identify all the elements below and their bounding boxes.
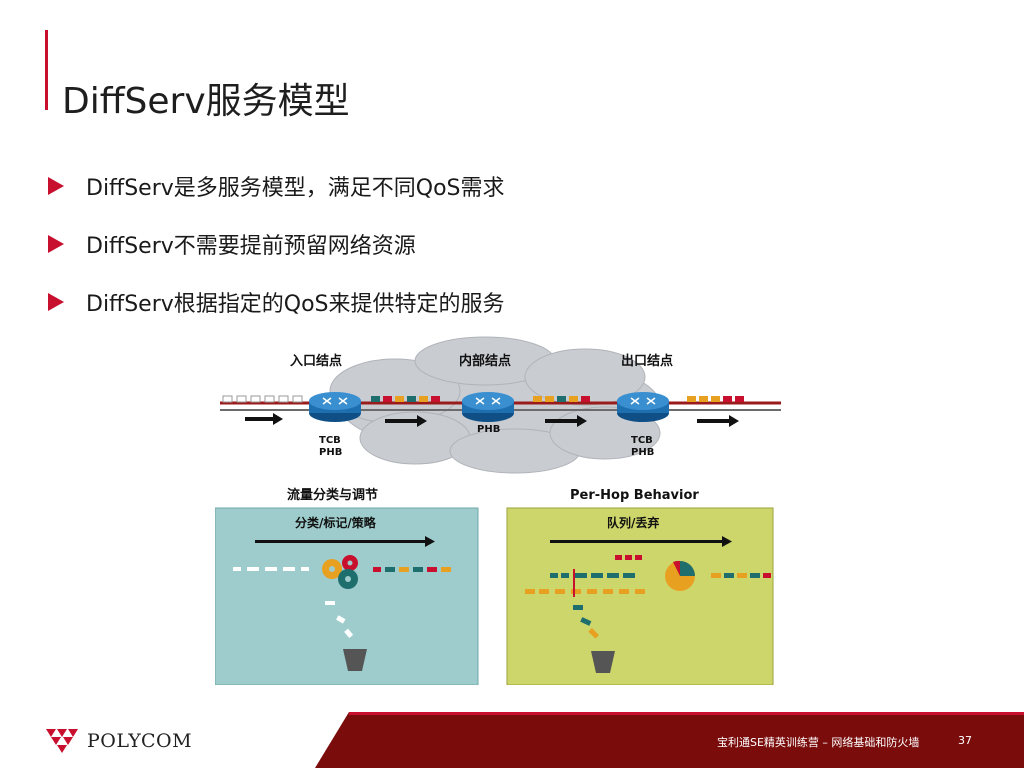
logo-text: POLYCOM — [87, 730, 192, 752]
core-node-label: 内部结点 — [459, 353, 511, 369]
diffserv-diagram: 入口结点 内部结点 出口结点 — [215, 333, 785, 685]
bullet-arrow-icon — [48, 293, 64, 311]
core-router-icon — [462, 392, 514, 422]
egress-phb-label: PHB — [631, 447, 654, 458]
right-panel-title: Per-Hop Behavior — [570, 488, 699, 503]
left-panel-title: 流量分类与调节 — [287, 487, 378, 503]
egress-tcb-label: TCB — [631, 435, 653, 446]
polycom-logo: POLYCOM — [45, 728, 192, 754]
page-title: DiffServ服务模型 — [62, 72, 350, 124]
left-panel-subtitle: 分类/标记/策略 — [295, 515, 377, 530]
footer-caption: 宝利通SE精英训练营 – 网络基础和防火墙 — [717, 734, 919, 750]
phb-panel — [507, 508, 773, 685]
bullet-text: DiffServ不需要提前预留网络资源 — [86, 228, 416, 260]
footer: POLYCOM 宝利通SE精英训练营 – 网络基础和防火墙 37 — [0, 712, 1024, 768]
bullet-text: DiffServ根据指定的QoS来提供特定的服务 — [86, 286, 505, 318]
egress-node-label: 出口结点 — [621, 353, 673, 369]
egress-router-icon — [617, 392, 669, 422]
bullet-arrow-icon — [48, 177, 64, 195]
bullet-arrow-icon — [48, 235, 64, 253]
bullet-text: DiffServ是多服务模型，满足不同QoS需求 — [86, 170, 505, 202]
page-number: 37 — [958, 734, 972, 747]
ingress-node-label: 入口结点 — [290, 353, 342, 369]
unmarked-packets — [223, 396, 302, 402]
title-accent-bar — [45, 30, 48, 110]
scheduler-pie-icon — [665, 561, 695, 591]
core-phb-label: PHB — [477, 424, 500, 435]
ingress-tcb-label: TCB — [319, 435, 341, 446]
ingress-router-icon — [309, 392, 361, 422]
marked-packets — [371, 396, 744, 402]
ingress-phb-label: PHB — [319, 447, 342, 458]
right-panel-subtitle: 队列/丢弃 — [607, 515, 659, 530]
polycom-triangle-logo-icon — [45, 728, 79, 754]
